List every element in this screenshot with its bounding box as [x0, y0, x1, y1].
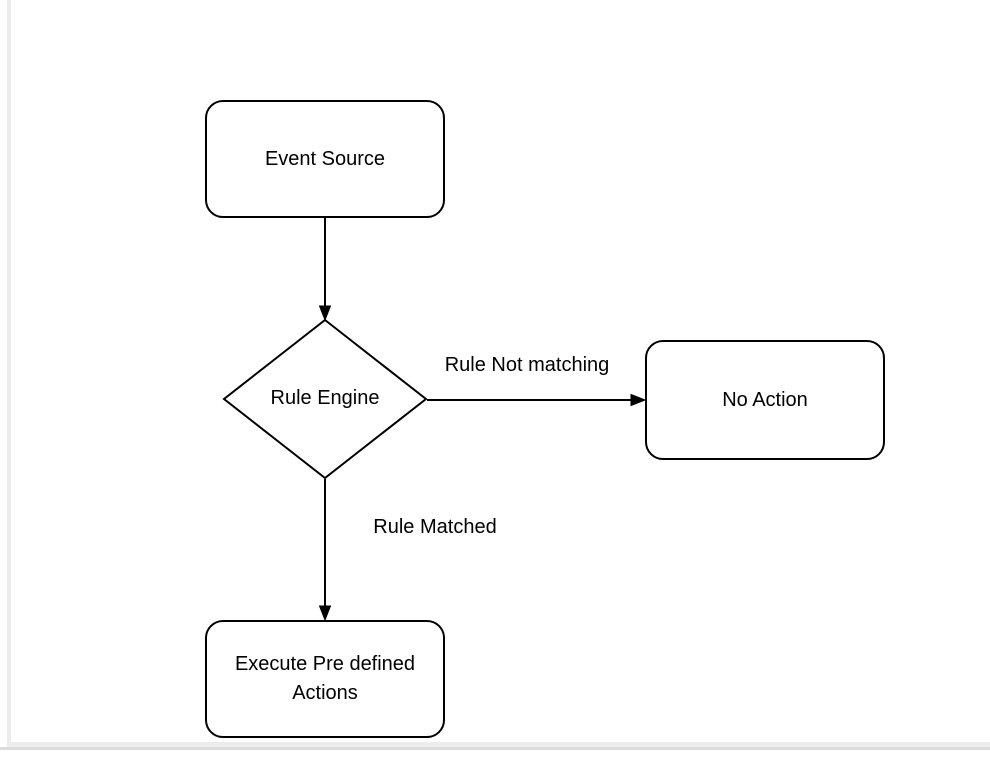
edge-rule-engine-to-no-action[interactable] [427, 393, 647, 407]
node-no-action[interactable]: No Action [645, 340, 885, 460]
node-execute-actions-label: Execute Pre defined Actions [234, 653, 416, 704]
arrowhead-right-icon [630, 393, 647, 407]
canvas-bottom-border-shadow [0, 747, 990, 750]
node-execute-actions[interactable]: Execute Pre defined Actions [205, 620, 445, 738]
arrowhead-down-icon [318, 605, 332, 622]
node-no-action-label: No Action [722, 388, 808, 411]
edge-rule-engine-to-execute-actions[interactable] [318, 479, 332, 622]
canvas-bottom-border [7, 742, 990, 747]
canvas-left-border [7, 0, 11, 742]
edge-label-rule-not-matching: Rule Not matching [444, 354, 610, 376]
edge-label-rule-matched: Rule Matched [373, 516, 497, 538]
node-event-source-label: Event Source [264, 147, 386, 170]
node-event-source[interactable]: Event Source [205, 100, 445, 218]
arrowhead-down-icon [318, 305, 332, 322]
node-rule-engine-label: Rule Engine [270, 387, 380, 409]
node-rule-engine-diamond[interactable] [222, 318, 428, 480]
edge-event-source-to-rule-engine[interactable] [318, 218, 332, 322]
